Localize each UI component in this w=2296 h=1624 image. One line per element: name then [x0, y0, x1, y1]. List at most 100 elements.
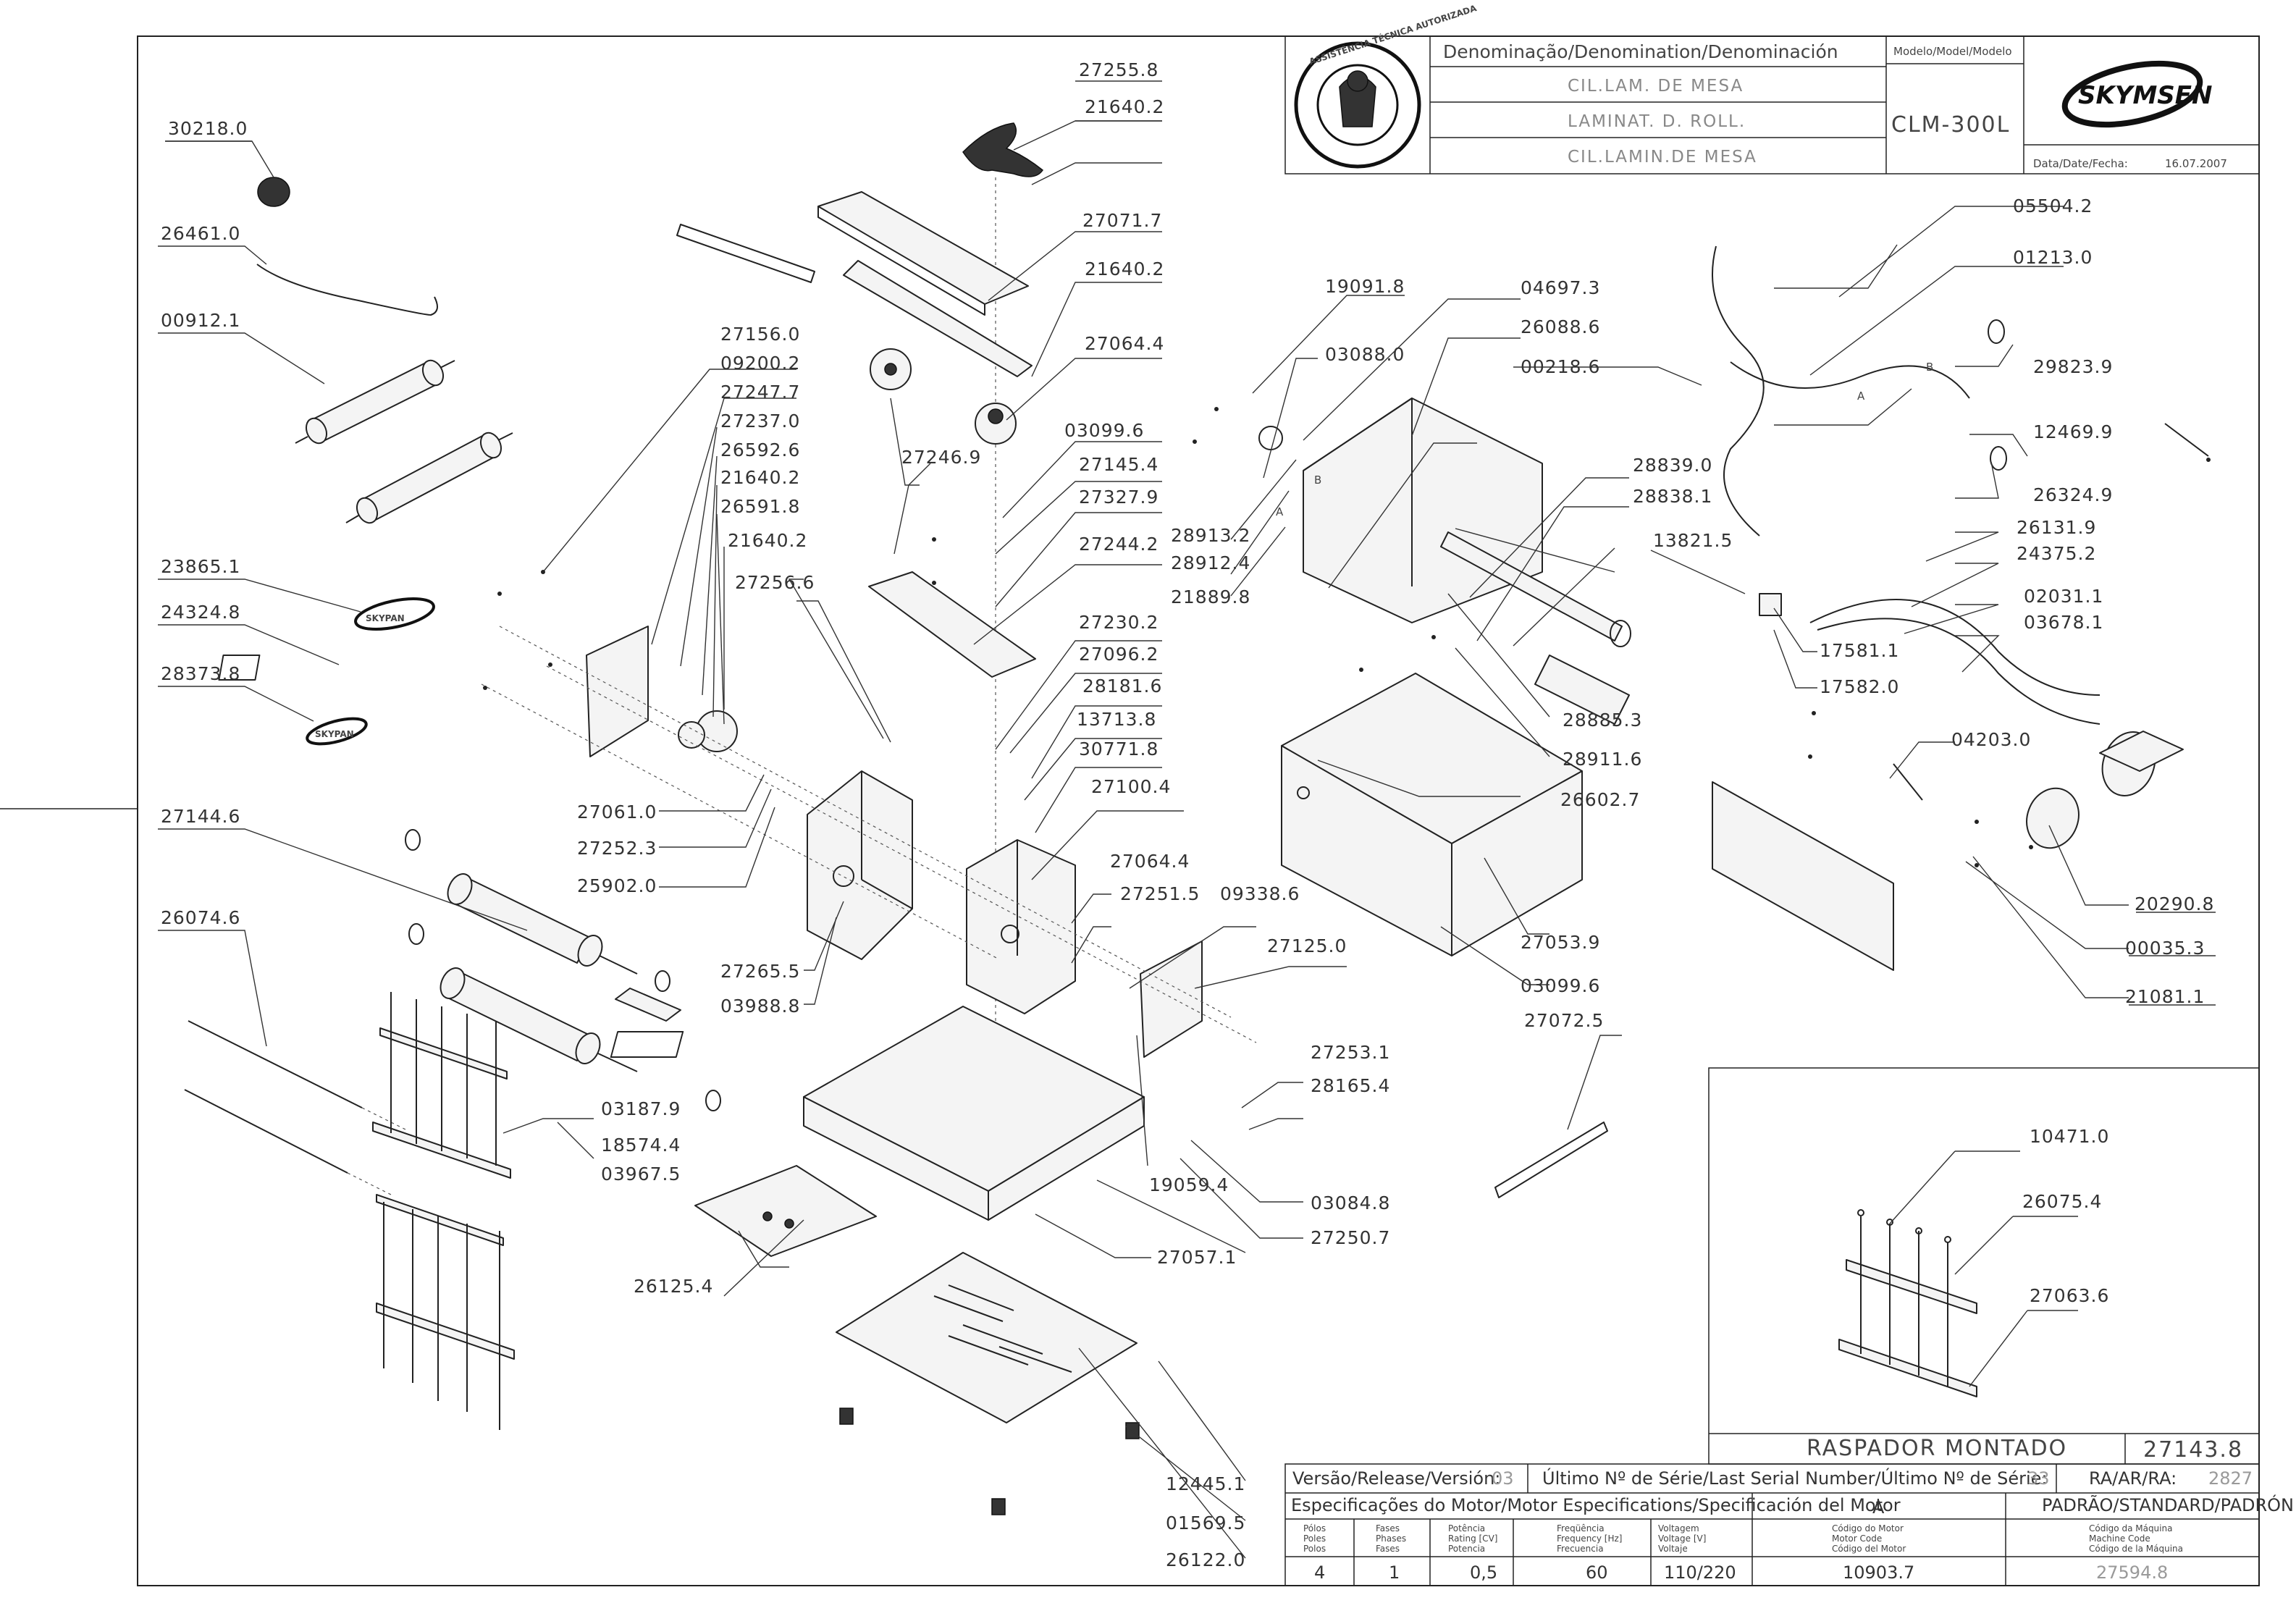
vent-slots [933, 1284, 1072, 1373]
part-label: 23865.1 [161, 556, 240, 577]
name-pt: CIL.LAM. DE MESA [1568, 77, 1744, 96]
part-label: 26088.6 [1521, 316, 1600, 337]
part-label: 27144.6 [161, 806, 240, 827]
phases-value: 1 [1389, 1562, 1400, 1583]
part-label: 03967.5 [601, 1164, 681, 1185]
part-label: 26125.4 [634, 1276, 713, 1297]
frequency-value: 60 [1586, 1562, 1608, 1583]
part-label: 05504.2 [2013, 195, 2093, 216]
ra-label: RA/AR/RA: [2089, 1468, 2177, 1489]
left-parts: SKYPAN SKYPAN [184, 177, 721, 1430]
part-label: 00912.1 [161, 310, 240, 331]
part-label: 27061.0 [577, 802, 657, 822]
brand-name: SKYMSEN [2078, 81, 2212, 110]
part-label: 28373.8 [161, 663, 240, 684]
model-header: Modelo/Model/Modelo [1893, 45, 2012, 58]
part-label: 30771.8 [1079, 739, 1158, 760]
part-label: 28838.1 [1633, 486, 1712, 507]
part-label: 04697.3 [1521, 277, 1600, 298]
part-label: 28885.3 [1563, 710, 1642, 731]
part-label: 25902.0 [577, 875, 657, 896]
part-label: 04203.0 [1951, 729, 2031, 750]
part-label: 26461.0 [161, 223, 240, 244]
serial-label: Último Nº de Série/Last Serial Number/Úl… [1542, 1467, 2047, 1489]
wire-label-b-2: B [1926, 361, 1933, 374]
part-label: 30218.0 [168, 118, 248, 139]
part-label: 27057.1 [1157, 1247, 1237, 1268]
main-rollers [405, 829, 721, 1111]
part-label: 27265.5 [720, 961, 800, 982]
part-label: 26074.6 [161, 907, 240, 928]
model-value: CLM-300L [1891, 112, 2010, 138]
part-label: 03187.9 [601, 1098, 681, 1119]
date-label: Data/Date/Fecha: [2033, 157, 2128, 170]
part-label: 21889.8 [1171, 586, 1250, 607]
part-label: 27064.4 [1110, 851, 1190, 872]
part-label: 13821.5 [1653, 530, 1733, 551]
denomination-header: Denominação/Denomination/Denominación [1443, 41, 1838, 62]
part-label: 01213.0 [2013, 247, 2093, 268]
part-label: 26122.0 [1166, 1549, 1245, 1570]
part-label: 27156.0 [720, 324, 800, 345]
inset-code: 27143.8 [2143, 1437, 2243, 1463]
part-label: 01569.5 [1166, 1512, 1245, 1533]
part-label: 21640.2 [728, 530, 807, 551]
part-label: 26591.8 [720, 496, 800, 517]
part-label: 27252.3 [577, 838, 657, 859]
part-label: 02031.1 [2024, 586, 2103, 607]
authorized-service-seal: ASSISTÊNCIA TÉCNICA AUTORIZADA [1294, 2, 1479, 169]
part-label: 03099.6 [1521, 975, 1600, 996]
part-label: 29823.9 [2033, 356, 2113, 377]
part-label: 13713.8 [1077, 709, 1156, 730]
part-label: 27053.9 [1521, 932, 1600, 953]
part-label: 27251.5 [1120, 883, 1200, 904]
title-block: ASSISTÊNCIA TÉCNICA AUTORIZADA Denominaç… [1284, 2, 2260, 174]
version-value: 03 [1492, 1468, 1514, 1489]
label-plate [218, 655, 261, 681]
leader-lines [158, 120, 2129, 1559]
part-label: 00035.3 [2125, 938, 2205, 959]
part-label: 27064.4 [1085, 333, 1164, 354]
part-label: 24324.8 [161, 602, 240, 623]
part-label: 27244.2 [1079, 534, 1158, 555]
date-value: 16.07.2007 [2165, 157, 2227, 170]
wire-label-a-1: A [1276, 505, 1284, 518]
fastener-dots [483, 407, 2211, 867]
part-label: 27253.1 [1311, 1042, 1390, 1063]
part-label: 12445.1 [1166, 1473, 1245, 1494]
rolling-pin-rollers [295, 359, 513, 524]
part-label: 27250.7 [1311, 1227, 1390, 1248]
part-labels: 30218.0 26461.0 00912.1 23865.1 24324.8 … [161, 59, 2213, 1570]
center-assembly [481, 122, 1257, 1515]
part-label: 26131.9 [2017, 517, 2096, 538]
part-label: 03988.8 [720, 996, 800, 1017]
part-label: 27072.5 [1524, 1010, 1604, 1031]
part-label: 26592.6 [720, 439, 800, 460]
skypan-text-1: SKYPAN [366, 613, 405, 623]
scraper-assembly [1838, 1209, 1977, 1397]
machine-code-value: 27594.8 [2096, 1562, 2168, 1583]
inset-label-0: 10471.0 [2030, 1126, 2109, 1147]
inset-title: RASPADOR MONTADO [1807, 1436, 2067, 1461]
part-label: 19091.8 [1325, 276, 1405, 297]
scraper-frame-1 [372, 992, 511, 1179]
skypan-logo-2: SKYPAN [306, 717, 368, 746]
scraper-frame-2 [376, 1194, 515, 1430]
inset-label-1: 26075.4 [2022, 1191, 2102, 1212]
part-label: 03084.8 [1311, 1192, 1390, 1213]
part-label: 27327.9 [1079, 487, 1158, 508]
part-label: 03088.0 [1325, 344, 1405, 365]
part-label: 17581.1 [1820, 640, 1899, 661]
standard-label: PADRÃO/STANDARD/PADRÓN [2042, 1494, 2294, 1515]
part-label: 28165.4 [1311, 1075, 1390, 1096]
name-es: CIL.LAMIN.DE MESA [1568, 148, 1757, 167]
skypan-logo-1: SKYPAN [354, 597, 435, 631]
part-label: 26324.9 [2033, 484, 2113, 505]
motor-variant: A [1872, 1497, 1885, 1518]
part-label: 21640.2 [1085, 96, 1164, 117]
part-label: 00218.6 [1521, 356, 1600, 377]
